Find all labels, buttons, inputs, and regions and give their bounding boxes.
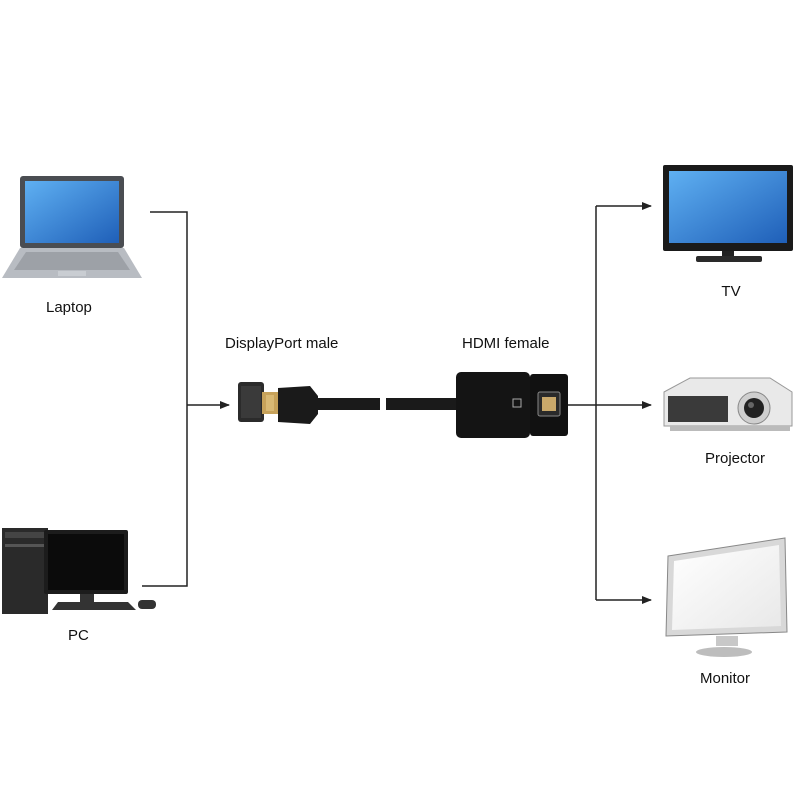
tv-icon — [663, 165, 793, 262]
pc-line — [142, 405, 188, 587]
displayport-label: DisplayPort male — [225, 335, 338, 352]
laptop-icon — [2, 176, 142, 278]
projector-label: Projector — [705, 450, 765, 467]
monitor-label: Monitor — [700, 670, 750, 687]
projector-icon — [663, 377, 793, 431]
output-connector-lines — [568, 202, 652, 604]
laptop-line — [150, 211, 188, 405]
pc-icon — [2, 528, 156, 614]
pc-label: PC — [68, 627, 89, 644]
monitor-icon — [665, 537, 788, 657]
hdmi-adapter-icon — [386, 372, 568, 438]
hdmi-label: HDMI female — [462, 335, 550, 352]
tv-label: TV — [721, 283, 740, 300]
laptop-label: Laptop — [46, 299, 92, 316]
displayport-plug-icon — [238, 382, 380, 424]
input-connector-lines — [142, 211, 230, 587]
